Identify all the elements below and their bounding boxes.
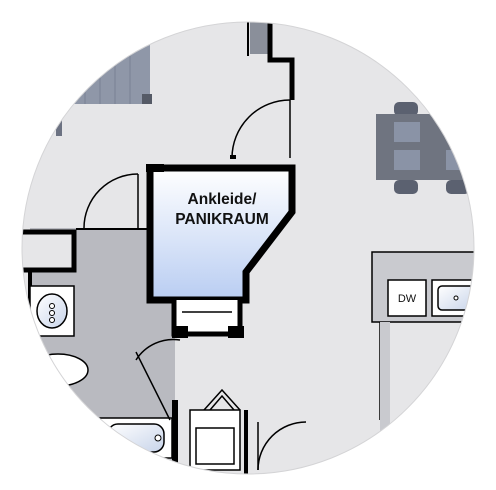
room-label-line2: PANIKRAUM (175, 211, 269, 228)
dishwasher-label: DW (398, 293, 417, 305)
panic-room-niche (171, 300, 244, 338)
wash-basin (29, 285, 75, 337)
bathtub (99, 417, 173, 459)
door-swing-bottom (257, 421, 307, 471)
shower-cabinet (189, 388, 241, 471)
door-swing-top (230, 99, 291, 159)
door-swing-left (83, 173, 139, 229)
viewport-frame (21, 21, 475, 475)
room-label-line1: Ankleide/ (188, 191, 258, 208)
dishwasher (387, 279, 427, 317)
corridor-walls (247, 22, 295, 100)
panic-room (146, 164, 296, 304)
lower-walls (172, 400, 248, 474)
kitchen-sink (431, 279, 474, 317)
door-swing-bathroom (135, 338, 181, 421)
